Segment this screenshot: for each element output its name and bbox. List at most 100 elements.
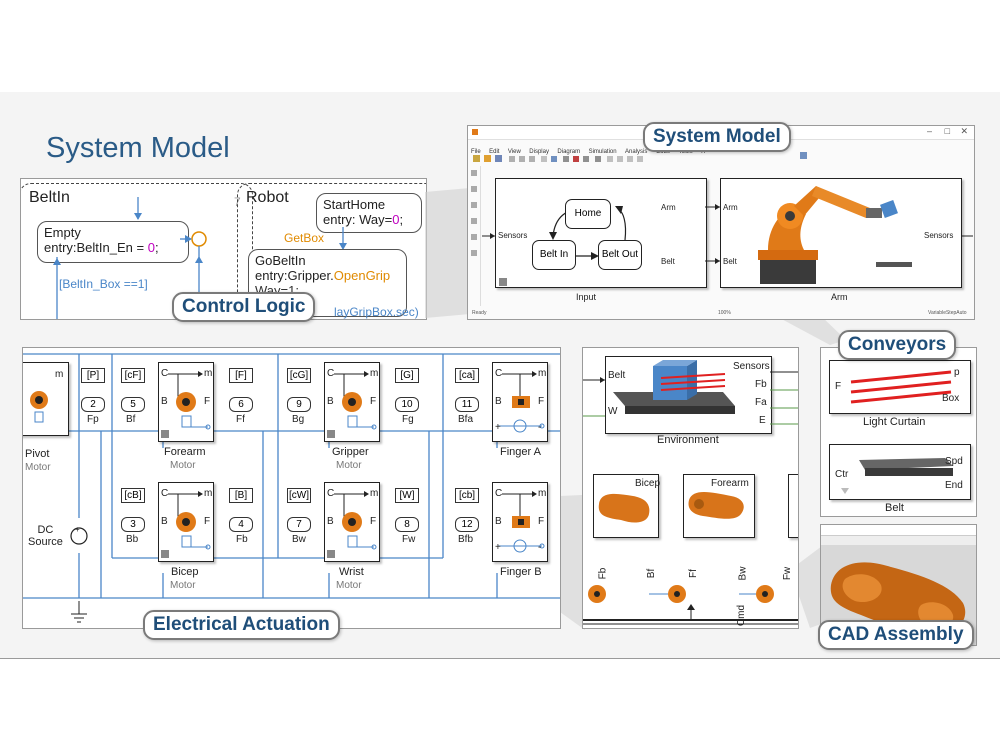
motor-bicep-symbol xyxy=(161,491,211,558)
cad-toolbar[interactable] xyxy=(821,536,976,545)
motor-bicep-goto-in[interactable]: [cB] xyxy=(121,488,145,503)
motor-finger-a-inport[interactable]: 11 xyxy=(455,397,479,412)
menu-code[interactable]: Code xyxy=(655,149,671,155)
motor-forearm-inport-label: Bf xyxy=(126,414,136,425)
motor-wrist-b-port: B xyxy=(327,516,334,527)
menu-diagram[interactable]: Diagram xyxy=(557,149,581,155)
motor-gripper-symbol xyxy=(327,371,377,438)
motor-wrist-m-port: m xyxy=(370,488,379,499)
motor-wrist-sub: Motor xyxy=(336,580,362,591)
status-bar: Ready 100% VariableStepAuto xyxy=(468,309,974,319)
motor-bicep-outport[interactable]: 4 xyxy=(229,517,253,532)
menu-help[interactable]: H xyxy=(701,149,706,155)
sf-state-home[interactable]: Home xyxy=(565,199,611,229)
motor-gripper-goto-in[interactable]: [cG] xyxy=(287,368,311,383)
menu-view[interactable]: View xyxy=(507,149,521,155)
state-empty[interactable]: Empty entry:BeltIn_En = 0; xyxy=(37,221,189,263)
motor-gripper-goto-out[interactable]: [G] xyxy=(395,368,419,383)
slide-title: System Model xyxy=(46,132,230,164)
status-solver: VariableStepAuto xyxy=(928,310,967,316)
motor-gripper-f-port: F xyxy=(370,396,377,407)
state-gobeltin-name: GoBeltIn xyxy=(255,253,306,268)
conveyors-panel: F p Box Light Curtain Ctr Spd End Belt xyxy=(820,347,977,517)
motor-pivot-name: Pivot xyxy=(25,448,50,460)
chart-robot-title: Robot xyxy=(246,189,289,206)
getbox-label[interactable]: GetBox xyxy=(284,231,325,245)
palette-icons[interactable] xyxy=(468,166,480,306)
callout-electrical-actuation: Electrical Actuation xyxy=(143,610,340,640)
close-icon[interactable]: ✕ xyxy=(960,126,968,136)
belt-label: Belt xyxy=(885,502,904,514)
state-starthome-entry: entry: Way=0; xyxy=(323,212,404,227)
env-port-fb: Fb xyxy=(755,379,767,390)
motor-forearm-inport[interactable]: 5 xyxy=(121,397,145,412)
motor-finger-a-b-port: B xyxy=(495,396,502,407)
motor-gripper-outport[interactable]: 10 xyxy=(395,397,419,412)
state-empty-name: Empty xyxy=(44,225,81,240)
motor-bicep-inport[interactable]: 3 xyxy=(121,517,145,532)
menu-tools[interactable]: Tools xyxy=(678,149,693,155)
motor-forearm-goto-in[interactable]: [cF] xyxy=(121,368,145,383)
motor-wrist-goto-in[interactable]: [cW] xyxy=(287,488,311,503)
motor-finger-b-c-port: C xyxy=(495,488,503,499)
minimize-icon[interactable]: – xyxy=(926,126,932,136)
motor-gripper-outport-label: Fg xyxy=(402,414,414,425)
motor-bicep-m-port: m xyxy=(204,488,213,499)
part-bicep-label: Bicep xyxy=(635,478,661,489)
motor-finger-b-goto-in[interactable]: [cb] xyxy=(455,488,479,503)
motor-finger-b-symbol xyxy=(498,491,545,553)
beltin-transitions xyxy=(53,197,207,319)
left-palette xyxy=(468,166,481,306)
status-ready: Ready xyxy=(472,310,487,316)
motor-finger-b-minus: - xyxy=(538,542,542,553)
motor-finger-b-inport[interactable]: 12 xyxy=(455,517,479,532)
motor-gripper-inport[interactable]: 9 xyxy=(287,397,311,412)
menu-file[interactable]: File xyxy=(471,149,481,155)
motor-wrist-block[interactable] xyxy=(324,482,380,562)
motor-forearm-outport[interactable]: 6 xyxy=(229,397,253,412)
motor-finger-a-goto-in[interactable]: [ca] xyxy=(455,368,479,383)
state-starthome[interactable]: StartHome entry: Way=0; xyxy=(316,193,422,233)
motor-finger-b-name: Finger B xyxy=(500,566,542,578)
env-bottom-port-bf: Bf xyxy=(646,568,658,579)
motor-gripper-m-port: m xyxy=(370,368,379,379)
env-port-w: W xyxy=(608,406,618,417)
motor-finger-b-b-port: B xyxy=(495,516,502,527)
motor-wrist-inport[interactable]: 7 xyxy=(287,517,311,532)
motor-pivot-m-port: m xyxy=(55,369,64,380)
motor-wrist-f-port: F xyxy=(370,516,377,527)
motor-gripper-sub: Motor xyxy=(336,460,362,471)
sf-state-belt-in[interactable]: Belt In xyxy=(532,240,576,270)
motor-bicep-goto-out[interactable]: [B] xyxy=(229,488,253,503)
motor-wrist-goto-out[interactable]: [W] xyxy=(395,488,419,503)
dc-source-label: DC Source xyxy=(28,524,63,548)
menu-edit[interactable]: Edit xyxy=(489,149,500,155)
toolbar-grid-icon[interactable] xyxy=(800,152,807,159)
input-stateflow xyxy=(499,206,627,286)
menu-analysis[interactable]: Analysis xyxy=(625,149,648,155)
motor-bicep-b-port: B xyxy=(161,516,168,527)
maximize-icon[interactable]: □ xyxy=(944,126,950,136)
part-next-block[interactable] xyxy=(788,474,798,538)
robot-arm-image xyxy=(758,186,912,284)
transition-label[interactable]: [BeltIn_Box ==1] xyxy=(59,277,148,291)
menu-simulation[interactable]: Simulation xyxy=(588,149,617,155)
motor-finger-a-minus: - xyxy=(538,422,542,433)
motor-pivot-outport[interactable]: 2 xyxy=(81,397,105,412)
chart-robot[interactable] xyxy=(237,183,426,319)
motor-forearm-goto-out[interactable]: [F] xyxy=(229,368,253,383)
input-block[interactable] xyxy=(495,178,707,288)
motor-forearm-c-port: C xyxy=(161,368,169,379)
motor-pivot-tag[interactable]: [P] xyxy=(81,368,105,383)
light-curtain-port-f: F xyxy=(835,381,842,392)
state-empty-entry: entry:BeltIn_En = 0; xyxy=(44,240,159,255)
toolbar-icons[interactable] xyxy=(471,154,816,164)
callout-system-model: System Model xyxy=(643,122,791,152)
sf-state-belt-out[interactable]: Belt Out xyxy=(598,240,642,270)
light-curtain-port-p: p xyxy=(954,367,960,378)
motor-wrist-outport[interactable]: 8 xyxy=(395,517,419,532)
motor-gripper-b-port: B xyxy=(327,396,334,407)
motor-bicep-c-port: C xyxy=(161,488,169,499)
menu-display[interactable]: Display xyxy=(529,149,549,155)
belt-image xyxy=(841,458,953,494)
